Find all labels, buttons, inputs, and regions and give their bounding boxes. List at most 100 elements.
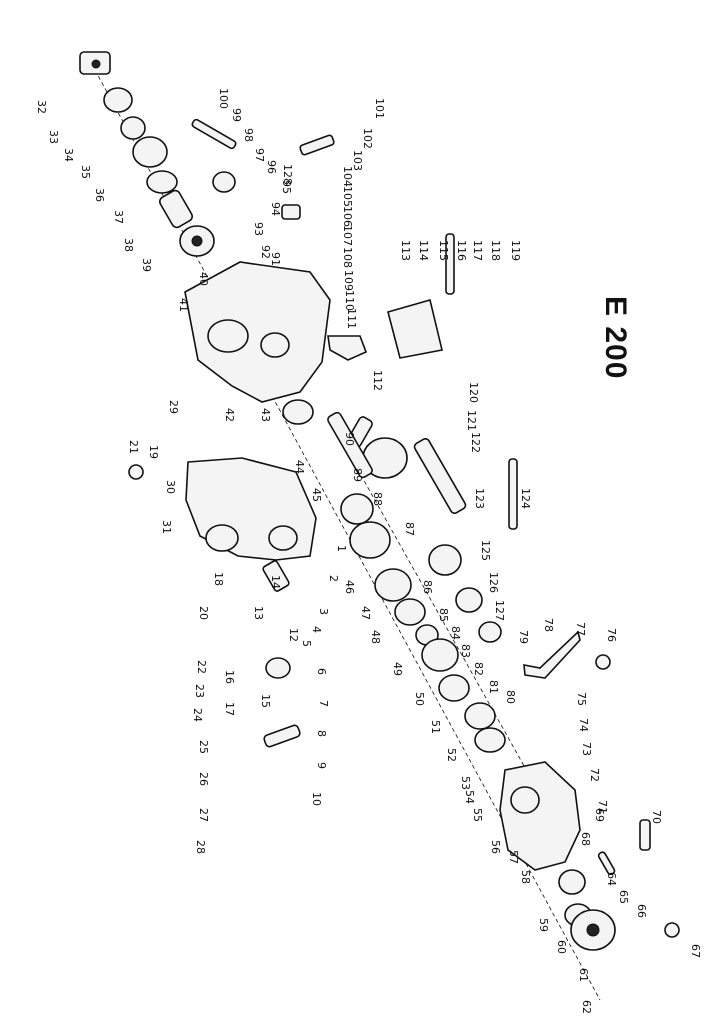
- callout-49: 49: [391, 662, 404, 676]
- callout-47: 47: [359, 606, 372, 620]
- callout-62: 62: [580, 1000, 593, 1014]
- callout-2: 2: [327, 575, 340, 582]
- callout-36: 36: [93, 188, 106, 202]
- callout-34: 34: [62, 148, 75, 162]
- callout-99: 99: [230, 108, 243, 122]
- callout-118: 118: [489, 240, 502, 261]
- callout-13: 13: [252, 606, 265, 620]
- callout-97: 97: [253, 148, 266, 162]
- part-76-ball: [595, 654, 611, 670]
- callout-69: 69: [593, 808, 606, 822]
- callout-128: 128: [281, 164, 294, 185]
- part-115-bolt: [445, 233, 455, 295]
- callout-54: 54: [463, 790, 476, 804]
- part-39-bore: [191, 235, 203, 247]
- part-12-disc: [265, 657, 291, 679]
- callout-103: 103: [351, 150, 364, 171]
- callout-95: 95: [280, 180, 293, 194]
- callout-119: 119: [509, 240, 522, 261]
- callout-19: 19: [147, 445, 160, 459]
- callout-45: 45: [310, 488, 323, 502]
- callout-51: 51: [429, 720, 442, 734]
- callout-24: 24: [191, 708, 204, 722]
- callout-33: 33: [47, 130, 60, 144]
- callout-74: 74: [577, 718, 590, 732]
- part-97-gear: [212, 171, 236, 193]
- callout-25: 25: [197, 740, 210, 754]
- callout-124: 124: [519, 488, 532, 509]
- part-67-ball: [664, 922, 680, 938]
- callout-109: 109: [342, 270, 355, 291]
- callout-57: 57: [507, 850, 520, 864]
- callout-94: 94: [269, 202, 282, 216]
- callout-77: 77: [574, 622, 587, 636]
- callout-64: 64: [605, 872, 618, 886]
- callout-84: 84: [449, 626, 462, 640]
- part-29-upper-housing: [184, 261, 331, 403]
- part-36-bearing: [132, 136, 168, 168]
- callout-106: 106: [341, 206, 354, 227]
- part-21-nut: [128, 464, 144, 480]
- callout-65: 65: [617, 890, 630, 904]
- part-52-bearing: [464, 702, 496, 730]
- callout-16: 16: [223, 670, 236, 684]
- part-46-gear: [349, 521, 391, 559]
- part-43-washer: [282, 399, 314, 425]
- callout-67: 67: [689, 944, 702, 958]
- callout-37: 37: [112, 210, 125, 224]
- part-84-ring: [455, 587, 483, 613]
- callout-31: 31: [160, 520, 173, 534]
- part-18-housing-boss: [268, 525, 298, 551]
- part-26-lever: [263, 724, 301, 748]
- callout-78: 78: [542, 618, 555, 632]
- callout-41: 41: [177, 298, 190, 312]
- callout-104: 104: [341, 166, 354, 187]
- part-56-bore: [510, 786, 540, 814]
- callout-18: 18: [212, 572, 225, 586]
- part-45-gear: [340, 493, 374, 525]
- callout-60: 60: [555, 940, 568, 954]
- part-107-bracket: [281, 204, 301, 220]
- callout-8: 8: [315, 730, 328, 737]
- callout-125: 125: [479, 540, 492, 561]
- callout-73: 73: [580, 742, 593, 756]
- callout-layer: 1234567891012131415161718192021222324252…: [35, 88, 702, 1014]
- part-50-gear: [421, 638, 459, 672]
- part-86-gear: [428, 544, 462, 576]
- callout-100: 100: [217, 88, 230, 109]
- callout-71: 71: [596, 800, 609, 814]
- callout-53: 53: [459, 776, 472, 790]
- callout-117: 117: [471, 240, 484, 261]
- callout-21: 21: [127, 440, 140, 454]
- part-51-bearing: [438, 674, 470, 702]
- callout-123: 123: [473, 488, 486, 509]
- callout-50: 50: [413, 692, 426, 706]
- callout-90: 90: [343, 432, 356, 446]
- callout-27: 27: [197, 808, 210, 822]
- callout-120: 120: [467, 382, 480, 403]
- callout-115: 115: [437, 240, 450, 261]
- part-29-housing-boss: [260, 332, 290, 358]
- callout-39: 39: [140, 258, 153, 272]
- callout-43: 43: [259, 408, 272, 422]
- part-33-ring: [103, 87, 133, 113]
- callout-111: 111: [345, 308, 358, 329]
- callout-98: 98: [242, 128, 255, 142]
- callout-83: 83: [459, 644, 472, 658]
- callout-101: 101: [373, 98, 386, 119]
- callout-20: 20: [197, 606, 210, 620]
- part-62-bore: [586, 923, 600, 937]
- callout-89: 89: [351, 468, 364, 482]
- callout-116: 116: [455, 240, 468, 261]
- callout-44: 44: [293, 460, 306, 474]
- part-48-ring: [394, 598, 426, 626]
- part-29-housing-bore: [207, 319, 249, 353]
- callout-107: 107: [341, 225, 354, 246]
- callout-9: 9: [315, 762, 328, 769]
- callout-114: 114: [417, 240, 430, 261]
- callout-56: 56: [489, 840, 502, 854]
- shaft-axis: [329, 419, 561, 831]
- callout-5: 5: [300, 640, 313, 647]
- callout-75: 75: [575, 692, 588, 706]
- callout-61: 61: [577, 968, 590, 982]
